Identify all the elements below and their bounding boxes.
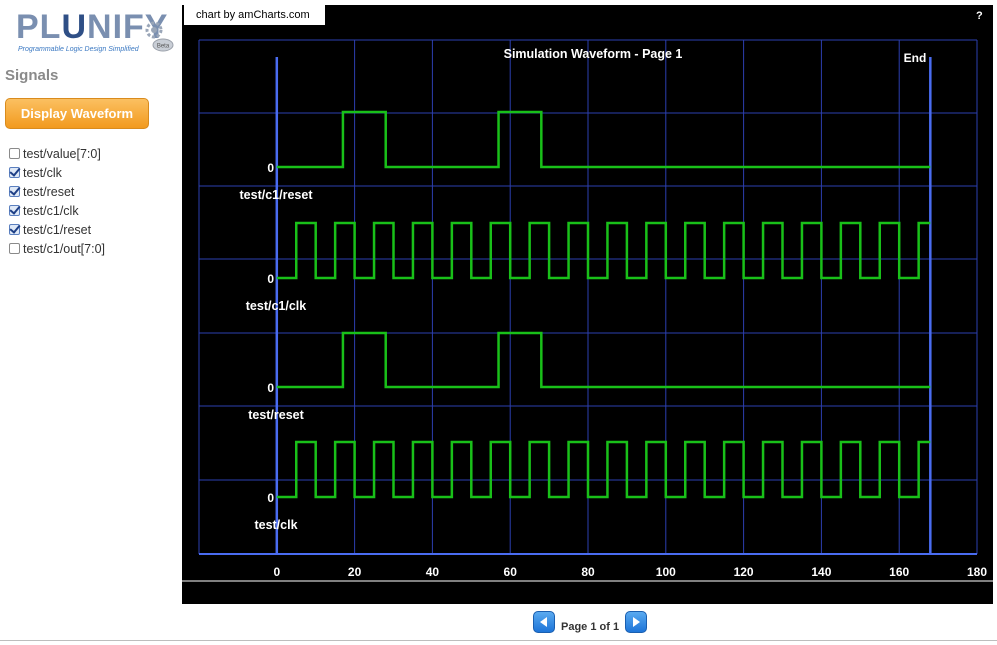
series-name-label: test/c1/clk	[246, 299, 307, 313]
x-tick-label: 60	[504, 565, 518, 579]
signal-checkbox[interactable]	[9, 205, 20, 216]
display-waveform-button[interactable]: Display Waveform	[5, 98, 149, 129]
series-baseline-label: 0	[267, 161, 274, 175]
x-tick-label: 80	[581, 565, 595, 579]
signal-checkbox[interactable]	[9, 243, 20, 254]
x-tick-label: 180	[967, 565, 987, 579]
help-button[interactable]: ?	[976, 10, 983, 22]
x-tick-label: 0	[273, 565, 280, 579]
pager: Page 1 of 1	[533, 610, 648, 634]
logo-tagline: Programmable Logic Design Simplified	[18, 46, 139, 53]
signal-checkbox[interactable]	[9, 148, 20, 159]
logo-wordmark: PLUNIFY	[16, 8, 169, 46]
x-tick-label: 40	[426, 565, 440, 579]
signal-checkbox[interactable]	[9, 186, 20, 197]
signal-item[interactable]: test/reset	[9, 182, 105, 201]
gear-icon	[145, 21, 163, 39]
svg-text:Beta: Beta	[157, 44, 170, 50]
x-tick-label: 20	[348, 565, 362, 579]
chart-title: Simulation Waveform - Page 1	[504, 47, 683, 61]
x-tick-label: 160	[889, 565, 909, 579]
series-name-label: test/clk	[254, 518, 297, 532]
series-name-label: test/c1/reset	[240, 188, 314, 202]
arrow-right-icon	[633, 617, 641, 627]
signal-label: test/clk	[23, 165, 62, 180]
waveform-svg: End 0 20 40 60 80 100 120 140 160 180 Simulation Wa…	[182, 39, 993, 582]
signal-checkbox[interactable]	[9, 167, 20, 178]
x-tick-label: 100	[656, 565, 676, 579]
signal-label: test/c1/clk	[23, 203, 79, 218]
waveform-series-line	[276, 110, 931, 169]
signal-item[interactable]: test/c1/reset	[9, 220, 105, 239]
signal-item[interactable]: test/c1/clk	[9, 201, 105, 220]
waveform-chart[interactable]: End 0 20 40 60 80 100 120 140 160 180 Simulation Wa…	[182, 5, 993, 604]
next-page-button[interactable]	[625, 611, 648, 633]
arrow-left-icon	[540, 617, 547, 627]
footer-divider	[0, 640, 997, 641]
signals-heading: Signals	[5, 67, 59, 84]
signal-label: test/value[7:0]	[23, 146, 101, 161]
signal-checkbox[interactable]	[9, 224, 20, 235]
signal-item[interactable]: test/clk	[9, 163, 105, 182]
signal-item[interactable]: test/value[7:0]	[9, 144, 105, 163]
beta-seal: Beta	[152, 38, 174, 52]
prev-page-button[interactable]	[533, 611, 555, 633]
series-baseline-label: 0	[267, 381, 274, 395]
signal-item[interactable]: test/c1/out[7:0]	[9, 239, 105, 258]
signal-label: test/c1/out[7:0]	[23, 241, 105, 256]
x-tick-label: 140	[811, 565, 831, 579]
series-baseline-label: 0	[267, 272, 274, 286]
waveform-series-line	[276, 331, 931, 389]
signal-list: test/value[7:0] test/clk test/reset test…	[9, 144, 105, 258]
waveform-series-line	[276, 221, 931, 280]
amcharts-credit-link[interactable]: chart by amCharts.com	[184, 5, 325, 25]
series-baseline-label: 0	[267, 491, 274, 505]
plunify-logo: PLUNIFY Beta Programmable Logic Design S…	[14, 8, 174, 60]
series-name-label: test/reset	[248, 408, 304, 422]
x-tick-label: 120	[734, 565, 754, 579]
waveform-series-line	[276, 440, 931, 499]
page-indicator: Page 1 of 1	[561, 621, 620, 633]
end-marker-label: End	[904, 51, 927, 65]
signal-label: test/reset	[23, 184, 75, 199]
signal-label: test/c1/reset	[23, 222, 92, 237]
